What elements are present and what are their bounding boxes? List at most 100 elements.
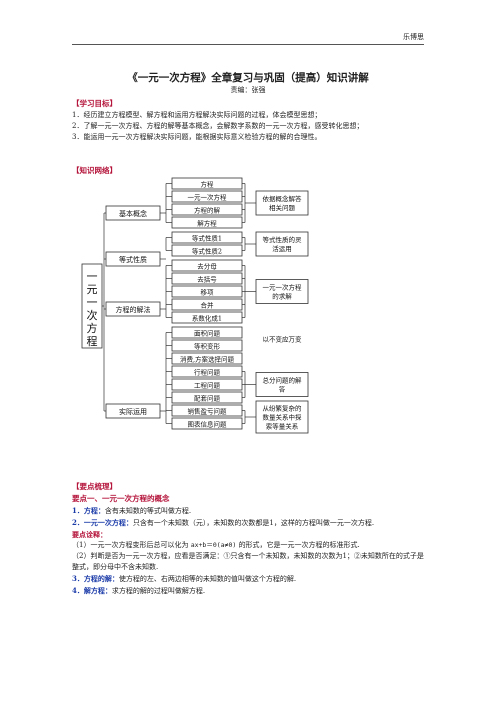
header-author: 乐博思 (403, 33, 424, 41)
root-char: 一 (87, 270, 98, 283)
note-text: 答 (279, 385, 286, 394)
def3-label: 3．方程的解： (72, 574, 119, 583)
root-box (81, 263, 103, 349)
explain-2: （2）判断是否为一元一次方程，应看是否满足：①只含有一个未知数，未知数的次数为1… (72, 552, 424, 571)
def1-text: 含有未知数的等式叫做方程. (104, 507, 192, 515)
summary-heading: 【要点梳理】 (72, 482, 117, 491)
editor-line: 责编：张强 (230, 86, 266, 94)
network-heading: 【知识网络】 (72, 166, 117, 175)
leaf-box (171, 378, 243, 391)
leaf-label: 方程的解 (194, 205, 221, 214)
leaf-label: 去括号 (197, 274, 217, 283)
leaf-label: 图表信息问题 (188, 419, 228, 428)
leaf-box (171, 231, 243, 244)
root-char: 元 (87, 283, 98, 296)
leaf-label: 行程问题 (194, 367, 221, 376)
note-text: 活运用 (272, 244, 292, 253)
note-box (255, 279, 309, 304)
leaf-label: 一元一次方程 (188, 192, 228, 201)
leaf-label: 工程问题 (194, 380, 221, 389)
note-box (255, 400, 309, 434)
note-text: 一元一次方程 (263, 283, 303, 292)
leaf-label: 去分母 (197, 261, 217, 270)
leaf-label: 方程 (201, 179, 215, 188)
note-text: 数量关系中探 (263, 413, 303, 422)
page-header: 乐博思 (72, 32, 424, 45)
note-text: 依据概念解答 (263, 194, 303, 203)
page-title: 《一元一次方程》全章复习与巩固（提高）知识讲解 (127, 72, 369, 84)
leaf-label: 等积变形 (194, 341, 221, 350)
definition-linear-equation: 2．一元一次方程：只含有一个未知数（元），未知数的次数都是1，这样的方程叫做一元… (72, 517, 424, 529)
leaf-box (171, 272, 243, 285)
summary-body: 1．方程：含有未知数的等式叫做方程. 2．一元一次方程：只含有一个未知数（元），… (72, 505, 424, 597)
note-text: 索等量关系 (266, 422, 299, 431)
leaf-label: 系数化成1 (192, 313, 222, 322)
leaf-box (171, 203, 243, 216)
leaf-box (171, 216, 243, 229)
root-char: 一 (87, 296, 98, 309)
branch-label: 实际运用 (119, 407, 147, 416)
leaf-box (171, 417, 243, 430)
goals-heading: 【学习目标】 (72, 99, 117, 108)
explain1-a: （1）一元一次方程变形后总可以化为 (72, 541, 189, 549)
leaf-label: 消费,方案选择问题 (180, 354, 235, 363)
leaf-box (171, 311, 243, 324)
goal-item: 1．经历建立方程模型、解方程和运用方程解决实际问题的过程，体会模型思想； (72, 111, 322, 119)
def4-text: 求方程的解的过程叫做解方程. (111, 587, 206, 595)
branch-label: 等式性质 (119, 255, 147, 264)
branch-box (105, 301, 161, 317)
note-box (255, 231, 309, 257)
branch-box (105, 403, 161, 419)
leaf-label: 等式性质1 (192, 233, 222, 242)
leaf-box (171, 326, 243, 339)
note-text: 以不变应万变 (263, 335, 303, 344)
leaf-box (171, 365, 243, 378)
leaf-box (171, 190, 243, 203)
root-char: 次 (87, 308, 98, 322)
definition-equation: 1．方程：含有未知数的等式叫做方程. (72, 505, 424, 517)
branch-label: 方程的解法 (116, 305, 151, 314)
root-char: 程 (87, 335, 98, 348)
leaf-box (171, 298, 243, 311)
note-text: 等式性质的灵 (263, 235, 303, 244)
goal-item: 3．能运用一元一次方程解决实际问题，能根据实际意义检验方程的解的合理性。 (72, 133, 322, 141)
def4-label: 4．解方程： (72, 586, 112, 595)
leaf-box (171, 404, 243, 417)
definition-solution: 3．方程的解：使方程的左、右两边相等的未知数的值叫做这个方程的解. (72, 573, 424, 585)
leaf-label: 合并 (201, 300, 215, 309)
def2-label: 2．一元一次方程： (72, 518, 133, 527)
leaf-label: 配套问题 (194, 393, 221, 402)
leaf-label: 面积问题 (194, 328, 221, 337)
leaf-box (171, 259, 243, 272)
goal-item: 2．了解一元一次方程、方程的解等基本概念，会解数字系数的一元一次方程，感受转化思… (72, 122, 364, 130)
def1-label: 1．方程： (72, 506, 105, 515)
branch-box (105, 205, 161, 221)
leaf-box (171, 285, 243, 298)
leaf-label: 销售盈亏问题 (188, 406, 228, 415)
point1-heading: 要点一、一元一次方程的概念 (72, 494, 170, 503)
note-box (255, 190, 309, 216)
explain1-formula: ax+b＝0(a≠0) (190, 541, 237, 549)
leaf-box (171, 391, 243, 404)
def3-text: 使方程的左、右两边相等的未知数的值叫做这个方程的解. (118, 575, 297, 583)
def2-text: 只含有一个未知数（元），未知数的次数都是1，这样的方程叫做一元一次方程. (132, 519, 375, 527)
leaf-box (171, 339, 243, 352)
note-text: 总分问题的解 (263, 376, 303, 385)
explain1-b: 的形式，它是一元一次方程的标准形式. (238, 541, 360, 549)
leaf-label: 解方程 (197, 218, 217, 227)
explain-heading: 要点诠释： (72, 530, 107, 539)
note-text: 从纷繁复杂的 (263, 404, 303, 413)
leaf-box (171, 352, 243, 365)
branch-box (105, 251, 161, 267)
note-text: 的求解 (272, 292, 292, 301)
note-text: 相关问题 (269, 203, 296, 212)
branch-label: 基本概念 (119, 209, 147, 218)
leaf-label: 等式性质2 (192, 246, 222, 255)
knowledge-network-diagram: 一元一次方程基本概念等式性质方程的解法实际运用方程一元一次方程方程的解解方程等式… (81, 177, 309, 434)
explain-1: （1）一元一次方程变形后总可以化为 ax+b＝0(a≠0) 的形式，它是一元一次… (72, 540, 424, 551)
root-char: 方 (87, 321, 98, 335)
leaf-box (171, 244, 243, 257)
leaf-label: 移项 (201, 287, 215, 296)
definition-solving: 4．解方程：求方程的解的过程叫做解方程. (72, 585, 424, 597)
goals-list: 1．经历建立方程模型、解方程和运用方程解决实际问题的过程，体会模型思想； 2．了… (72, 110, 424, 143)
